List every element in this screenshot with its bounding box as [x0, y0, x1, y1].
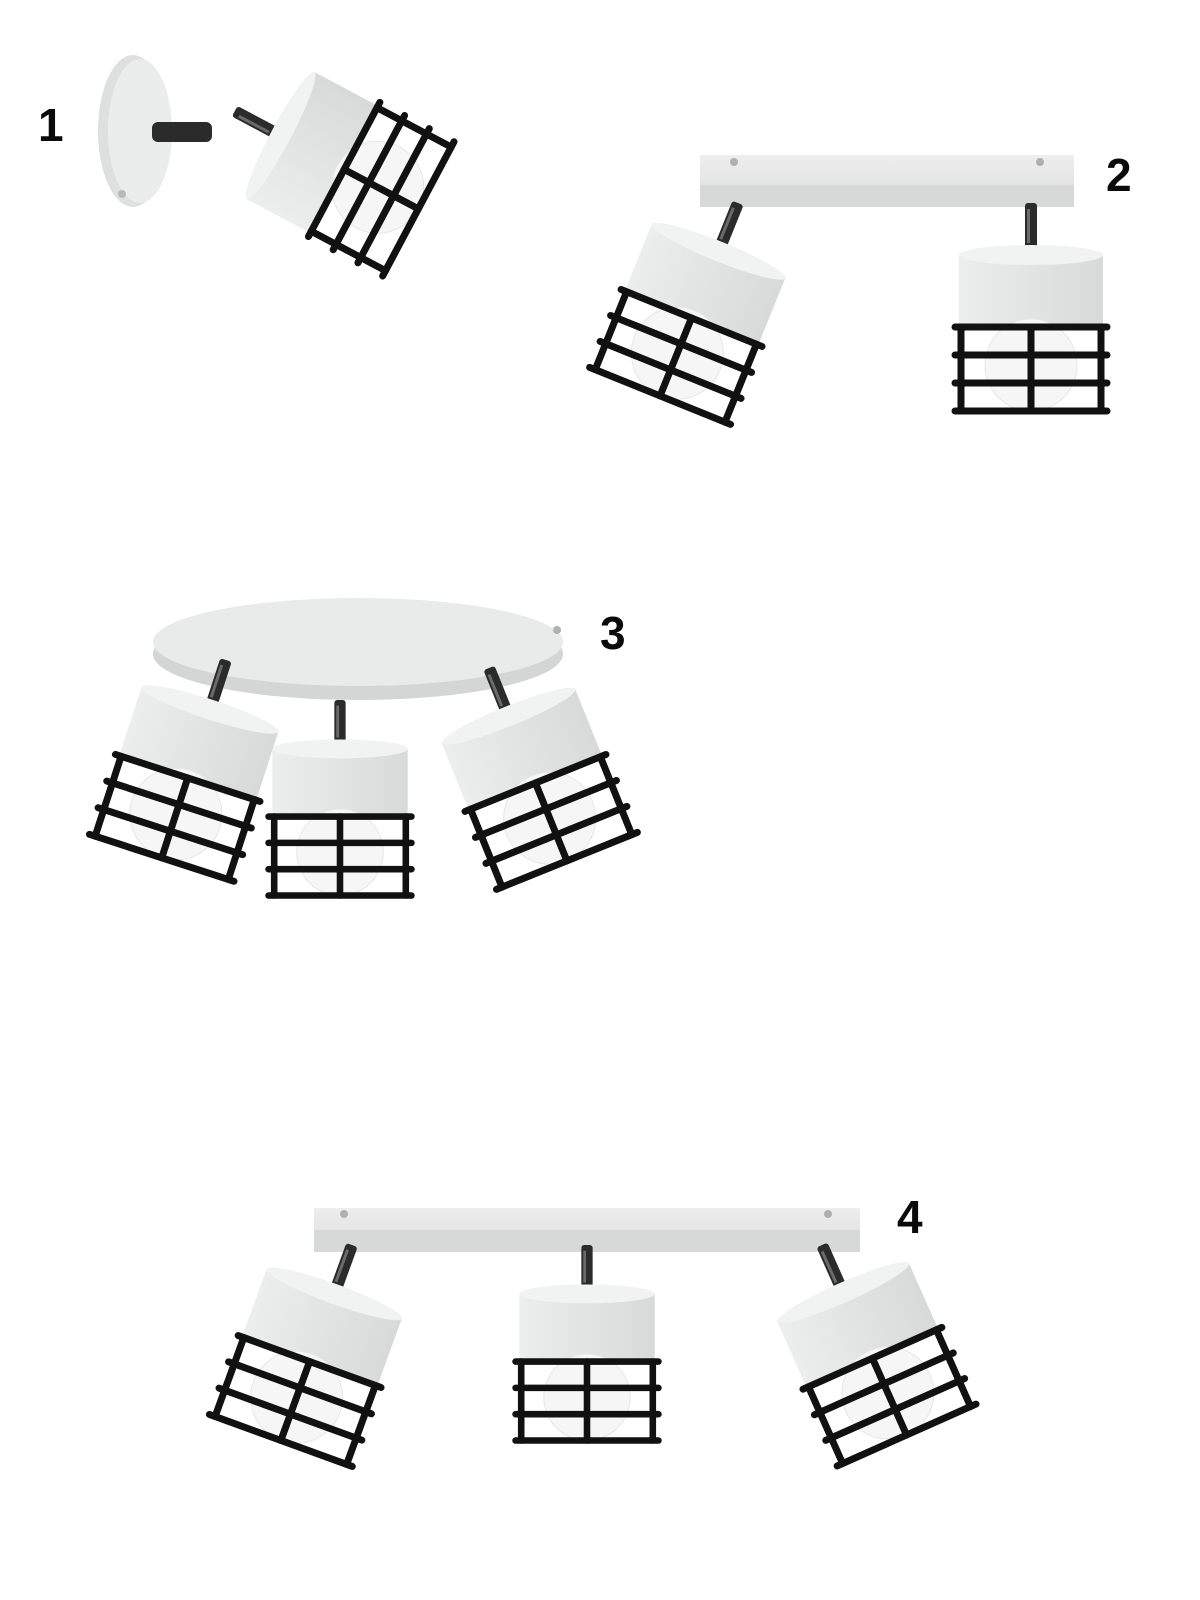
lamp-variant-1 [98, 44, 454, 276]
lamp-variant-2 [590, 155, 1107, 424]
variant-number-2: 2 [1106, 149, 1132, 201]
variant-number-3: 3 [600, 607, 626, 659]
variant-number-1: 1 [38, 99, 64, 151]
variant-number-4: 4 [897, 1191, 923, 1243]
lamp-variant-4 [209, 1208, 976, 1466]
lamp-variant-3 [89, 598, 637, 896]
